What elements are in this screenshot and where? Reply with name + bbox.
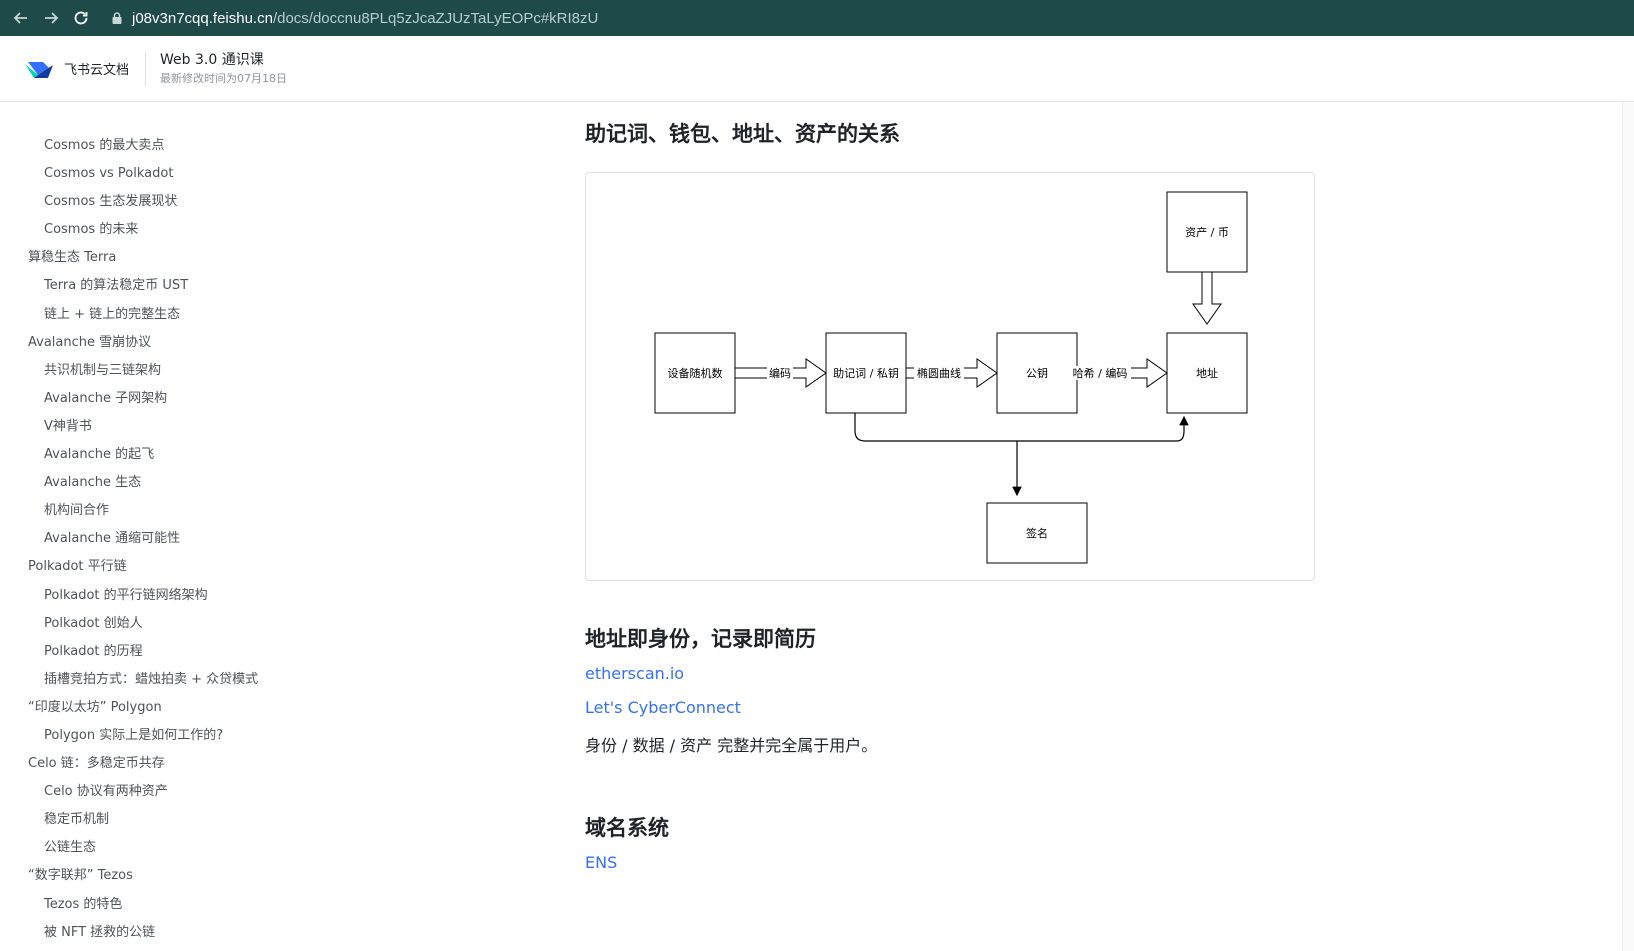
edge-encode: 编码 xyxy=(734,358,827,388)
outline-item[interactable]: Polkadot 平行链 xyxy=(28,559,127,575)
node-address: 地址 xyxy=(1166,332,1248,414)
node-signature-label: 签名 xyxy=(1026,526,1048,540)
doc-header: 飞书云文档 Web 3.0 通识课 最新修改时间为07月18日 xyxy=(0,36,1634,102)
outline-item[interactable]: 算稳生态 Terra xyxy=(28,250,117,266)
outline-item[interactable]: Cosmos 的最大卖点 xyxy=(44,138,165,153)
outline-item[interactable]: Polkadot 的平行链网络架构 xyxy=(44,587,208,603)
edge-hash-encode-label: 哈希 / 编码 xyxy=(1073,366,1128,380)
address-bar[interactable]: j08v3n7cqq.feishu.cn/docs/doccnu8PLq5zJc… xyxy=(110,10,598,27)
cyberconnect-link[interactable]: Let's CyberConnect xyxy=(585,698,741,717)
edge-encode-label: 编码 xyxy=(769,366,791,380)
feishu-logo-icon xyxy=(25,61,53,78)
node-signature: 签名 xyxy=(986,502,1088,564)
outline-item[interactable]: 机构间合作 xyxy=(44,503,110,519)
url-domain: j08v3n7cqq.feishu.cn xyxy=(132,9,273,27)
outline-item[interactable]: Cosmos vs Polkadot xyxy=(44,166,174,182)
outline-item[interactable]: “印度以太坊” Polygon xyxy=(28,699,162,715)
reload-button[interactable] xyxy=(66,3,96,33)
url-path: /docs/doccnu8PLq5zJcaZJUzTaLyEOPc#kRI8zU xyxy=(272,9,599,27)
outline-item[interactable]: Tezos 的特色 xyxy=(44,896,123,912)
outline-item[interactable]: Celo 协议有两种资产 xyxy=(44,784,168,800)
outline-item[interactable]: 共识机制与三链架构 xyxy=(44,362,162,378)
section-title-domain: 域名系统 xyxy=(585,816,669,840)
outline-item[interactable]: Avalanche 雪崩协议 xyxy=(28,334,152,350)
back-button[interactable] xyxy=(6,3,36,33)
reload-icon xyxy=(74,11,88,25)
edge-ecc-label: 椭圆曲线 xyxy=(917,366,961,380)
outline-item[interactable]: Avalanche 通缩可能性 xyxy=(44,531,181,547)
last-modified: 最新修改时间为07月18日 xyxy=(160,72,288,85)
section-title-identity: 地址即身份，记录即简历 xyxy=(585,627,816,651)
doc-content: 助记词、钱包、地址、资产的关系 设备随机数 助记词 / 私钥 公钥 xyxy=(585,102,1585,951)
ownership-paragraph: 身份 / 数据 / 资产 完整并完全属于用户。 xyxy=(585,736,878,755)
flow-diagram[interactable]: 设备随机数 助记词 / 私钥 公钥 地址 资产 / 币 签名 xyxy=(585,172,1315,581)
header-divider xyxy=(145,51,147,86)
outline-item[interactable]: Avalanche 子网架构 xyxy=(44,390,168,406)
outline-item[interactable]: Avalanche 生态 xyxy=(44,475,142,491)
page-scrollbar[interactable] xyxy=(1622,102,1634,951)
edge-hash-encode: 哈希 / 编码 xyxy=(1069,358,1168,388)
doc-title: Web 3.0 通识课 xyxy=(160,52,264,68)
arrow-right-icon xyxy=(45,12,59,24)
brand-name[interactable]: 飞书云文档 xyxy=(64,63,130,78)
outline-item[interactable]: 稳定币机制 xyxy=(44,812,110,828)
node-asset-label: 资产 / 币 xyxy=(1185,225,1229,239)
outline-item[interactable]: Cosmos 生态发展现状 xyxy=(44,194,178,210)
outline-item[interactable]: Polygon 实际上是如何工作的? xyxy=(44,727,224,743)
ens-link[interactable]: ENS xyxy=(585,853,618,872)
outline-item[interactable]: V神背书 xyxy=(44,418,92,434)
outline-item[interactable]: Avalanche 的起飞 xyxy=(44,447,155,463)
outline-item[interactable]: 插槽竞拍方式：蜡烛拍卖 + 众贷模式 xyxy=(44,671,259,687)
feishu-logo[interactable] xyxy=(24,56,54,82)
section-title-relations: 助记词、钱包、地址、资产的关系 xyxy=(585,122,900,146)
outline-item[interactable]: 被 NFT 拯救的公链 xyxy=(44,924,156,940)
node-mnemonic-label: 助记词 / 私钥 xyxy=(833,366,899,380)
flow-diagram-svg: 设备随机数 助记词 / 私钥 公钥 地址 资产 / 币 签名 xyxy=(654,191,1248,564)
lock-icon xyxy=(112,12,122,24)
node-device-random: 设备随机数 xyxy=(654,332,736,414)
node-public-key-label: 公钥 xyxy=(1026,366,1048,380)
browser-toolbar: j08v3n7cqq.feishu.cn/docs/doccnu8PLq5zJc… xyxy=(0,0,1634,36)
outline-item[interactable]: 链上 + 链上的完整生态 xyxy=(44,306,181,322)
forward-button[interactable] xyxy=(36,3,66,33)
node-asset: 资产 / 币 xyxy=(1166,191,1248,273)
node-public-key: 公钥 xyxy=(996,332,1078,414)
outline-item[interactable]: 公链生态 xyxy=(44,840,97,856)
edge-ecc: 椭圆曲线 xyxy=(905,358,998,388)
outline-item[interactable]: Polkadot 的历程 xyxy=(44,643,143,659)
edge-signature-links xyxy=(854,413,1189,497)
edge-asset-address xyxy=(1192,271,1222,325)
outline-item[interactable]: Terra 的算法稳定币 UST xyxy=(44,278,189,294)
arrow-left-icon xyxy=(13,12,27,24)
outline-item[interactable]: Cosmos 的未来 xyxy=(44,222,139,238)
node-device-random-label: 设备随机数 xyxy=(668,366,723,380)
doc-title-block: Web 3.0 通识课 最新修改时间为07月18日 xyxy=(160,50,287,87)
outline-item[interactable]: Celo 链：多稳定币共存 xyxy=(28,756,165,772)
node-address-label: 地址 xyxy=(1196,366,1218,380)
etherscan-link[interactable]: etherscan.io xyxy=(585,664,685,683)
node-mnemonic: 助记词 / 私钥 xyxy=(825,332,907,414)
outline-item[interactable]: 未来发展前景 xyxy=(0,947,520,951)
outline-item[interactable]: “数字联邦” Tezos xyxy=(28,868,133,884)
outline-item[interactable]: Polkadot 创始人 xyxy=(44,615,143,631)
